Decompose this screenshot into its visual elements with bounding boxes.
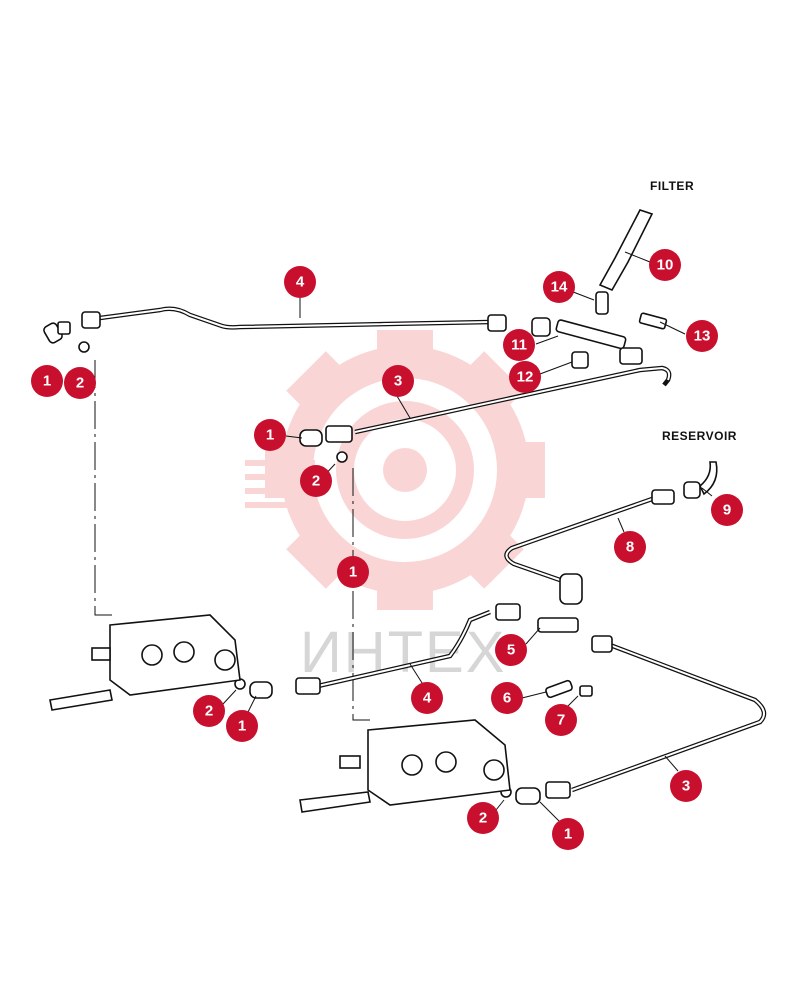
callout-number: 1: [349, 564, 357, 581]
callout-4-top: 4: [284, 266, 316, 298]
callout-11: 11: [503, 329, 535, 361]
callout-number: 6: [503, 690, 511, 707]
callout-number: 5: [507, 642, 515, 659]
callout-8: 8: [614, 531, 646, 563]
callout-number: 2: [312, 473, 320, 490]
callout-2-top-left: 2: [64, 367, 96, 399]
callout-1-middle: 1: [254, 419, 286, 451]
callout-12: 12: [509, 361, 541, 393]
callout-number: 3: [682, 778, 690, 795]
callout-number: 4: [296, 274, 305, 291]
callout-number: 8: [626, 539, 634, 556]
tube-reservoir: [504, 495, 656, 583]
callout-5: 5: [495, 634, 527, 666]
callout-3-lower: 3: [670, 770, 702, 802]
callout-number: 1: [564, 826, 572, 843]
callout-number: 13: [694, 328, 711, 345]
callout-number: 12: [517, 369, 534, 386]
callout-number: 11: [511, 337, 527, 354]
callout-4-lower: 4: [411, 682, 443, 714]
tube-upper-top: [99, 306, 491, 330]
tube-upper-return: [354, 365, 672, 435]
callout-14: 14: [543, 271, 575, 303]
watermark-gear-logo: [245, 330, 545, 610]
callout-number: 2: [205, 703, 213, 720]
reservoir-label: RESERVOIR: [662, 429, 737, 443]
fittings: [43, 209, 718, 805]
callout-1-top-left: 1: [31, 365, 63, 397]
callout-number: 10: [657, 257, 674, 274]
valve-body-upper: [49, 614, 241, 711]
callout-13: 13: [686, 320, 718, 352]
callout-number: 2: [479, 810, 487, 827]
callout-number: 1: [266, 427, 274, 444]
callout-9: 9: [711, 494, 743, 526]
callout-number: 3: [394, 373, 402, 390]
callout-1-bottom: 1: [552, 818, 584, 850]
callout-number: 2: [76, 375, 84, 392]
callout-number: 1: [238, 718, 246, 735]
tube-lower-middle: [317, 609, 491, 689]
callout-10: 10: [649, 249, 681, 281]
callout-2-bottom: 2: [467, 802, 499, 834]
callout-number: 14: [551, 279, 568, 296]
callout-1-center: 1: [337, 556, 369, 588]
callout-number: 4: [423, 690, 432, 707]
tube-lower-return: [571, 642, 767, 793]
valve-body-lower: [299, 719, 511, 813]
filter-label: FILTER: [650, 179, 694, 193]
callout-number: 7: [557, 712, 565, 729]
leader-lines: [222, 251, 713, 823]
callout-7: 7: [545, 704, 577, 736]
reference-lines: [94, 360, 370, 721]
watermark-text: ИНТЕХ: [300, 620, 506, 685]
callout-1-lower-left: 1: [226, 710, 258, 742]
callout-number: 9: [723, 502, 731, 519]
callout-3-upper: 3: [382, 365, 414, 397]
callout-number: 1: [43, 373, 51, 390]
callout-6: 6: [491, 682, 523, 714]
callout-2-lower-left: 2: [193, 695, 225, 727]
callout-2-middle: 2: [300, 465, 332, 497]
